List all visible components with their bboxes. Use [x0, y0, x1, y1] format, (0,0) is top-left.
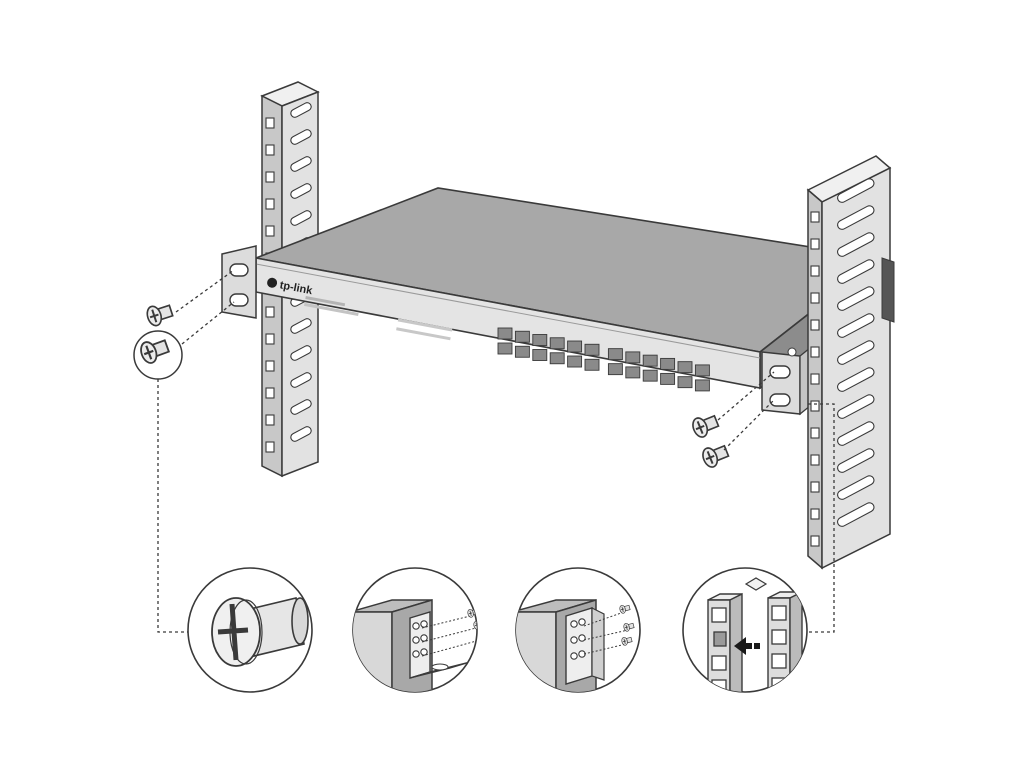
screw-magnifier-icon: [133, 330, 183, 380]
bracket-hole: [420, 648, 428, 656]
rail-slot: [290, 372, 312, 388]
ethernet-port: [642, 354, 658, 367]
rail-hole: [810, 454, 820, 466]
ethernet-port: [677, 361, 693, 374]
rail-slot: [837, 286, 875, 311]
rail-hole: [810, 400, 820, 412]
rail-slot: [837, 502, 875, 527]
bracket-hole: [412, 650, 420, 658]
bracket-hole: [420, 634, 428, 642]
ethernet-port: [567, 355, 583, 368]
rail-hole: [265, 414, 275, 426]
bracket-hole: [578, 618, 586, 626]
rail-hole: [810, 211, 820, 223]
ethernet-port: [694, 379, 710, 392]
ethernet-port: [497, 342, 513, 355]
rail-hole: [810, 292, 820, 304]
rail-slot: [290, 129, 312, 145]
rail-slot: [837, 448, 875, 473]
rail-hole: [810, 481, 820, 493]
ethernet-port: [549, 337, 565, 350]
bracket-hole: [412, 636, 420, 644]
port-array: [497, 327, 710, 392]
left-mounting-bracket: [221, 245, 257, 319]
ethernet-port: [532, 334, 548, 346]
rail-hole: [810, 373, 820, 385]
bracket-hole: [570, 636, 578, 644]
bracket-hole: [420, 620, 428, 628]
rail-slot: [290, 426, 312, 442]
ethernet-port: [607, 348, 623, 361]
rail-slot: [837, 475, 875, 500]
detail-view-bracket-angle: [352, 567, 478, 693]
ethernet-port: [625, 351, 641, 364]
rail-slot: [837, 232, 875, 257]
rail-slot: [837, 340, 875, 365]
ethernet-port: [514, 330, 530, 343]
right-rack-rail: [806, 155, 895, 570]
rail-hole: [265, 225, 275, 237]
bracket-hole: [570, 620, 578, 628]
ethernet-port: [584, 343, 600, 356]
rail-hole: [265, 360, 275, 372]
screw-icon: [699, 440, 732, 471]
rail-slot: [290, 399, 312, 415]
bracket-hole: [412, 622, 420, 630]
bracket-hole: [578, 634, 586, 642]
ethernet-port: [532, 349, 548, 361]
detail-view-bracket-front: [515, 567, 641, 693]
ethernet-port: [660, 357, 676, 370]
rail-slot: [290, 102, 312, 118]
insertion-arrow-icon: [734, 637, 760, 655]
ethernet-port: [584, 358, 600, 371]
ethernet-port: [607, 363, 623, 376]
rail-hole: [265, 441, 275, 453]
ethernet-port: [694, 364, 710, 377]
rail-hole: [265, 171, 275, 183]
rail-hole: [810, 535, 820, 547]
rail-slot: [290, 183, 312, 199]
screw-icon: [689, 410, 722, 441]
rail-slot: [837, 394, 875, 419]
rail-slot: [837, 367, 875, 392]
rail-hole: [810, 508, 820, 520]
rail-hole: [265, 387, 275, 399]
rail-hole: [810, 346, 820, 358]
rail-slot: [290, 210, 312, 226]
ethernet-port: [514, 345, 530, 358]
rail-slot: [837, 313, 875, 338]
rail-slot: [290, 345, 312, 361]
rail-hole: [810, 319, 820, 331]
ethernet-port: [625, 366, 641, 379]
rail-hole: [810, 427, 820, 439]
rail-hole: [810, 238, 820, 250]
rail-hole: [265, 333, 275, 345]
ethernet-port: [660, 372, 676, 385]
alignment-guide-lines: [157, 269, 835, 633]
detail-view-screw: [187, 567, 313, 693]
ethernet-port: [497, 327, 513, 340]
detail-view-cage-nut: [682, 567, 808, 693]
rail-slot: [290, 156, 312, 172]
rail-hole: [265, 306, 275, 318]
rail-slot: [837, 259, 875, 284]
right-mounting-bracket: [761, 346, 811, 416]
rail-hole: [265, 144, 275, 156]
rail-slot: [837, 205, 875, 230]
ethernet-port: [642, 369, 658, 382]
ethernet-port: [549, 352, 565, 365]
rail-slot: [837, 421, 875, 446]
screw-icon: [143, 300, 176, 329]
bracket-hole: [570, 652, 578, 660]
rail-hole: [265, 117, 275, 129]
rail-slot: [290, 318, 312, 334]
ethernet-port: [677, 376, 693, 389]
rail-hole: [810, 265, 820, 277]
ethernet-port: [567, 340, 583, 353]
rail-slot: [837, 178, 875, 203]
rail-hole: [265, 198, 275, 210]
screw-icon: [476, 631, 477, 643]
